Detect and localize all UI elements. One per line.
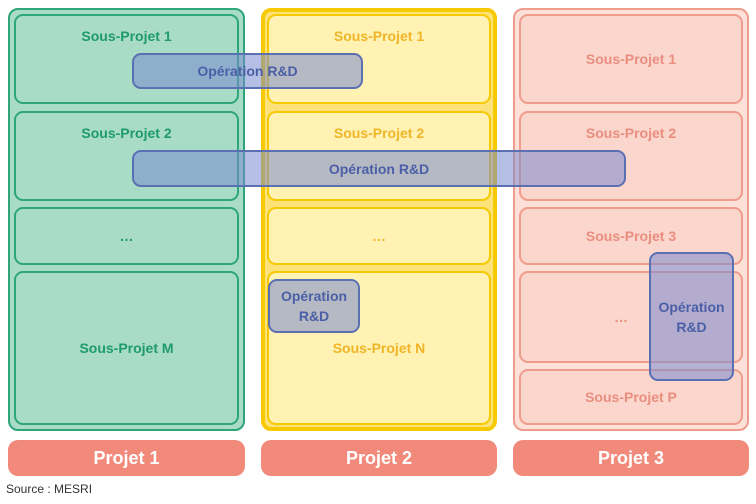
rd-operation-box: Opération R&D [649, 252, 734, 381]
project-2-label: Projet 2 [261, 440, 497, 476]
source-note: Source : MESRI [6, 482, 93, 496]
subproject-ellipsis: … [267, 207, 491, 265]
rd-operation-box: Opération R&D [268, 279, 360, 333]
rd-operation-box: Opération R&D [132, 53, 363, 89]
subproject-box: Sous-Projet M [14, 271, 239, 425]
subproject-ellipsis: … [14, 207, 239, 265]
project-1-label: Projet 1 [8, 440, 245, 476]
subproject-box: Sous-Projet 1 [519, 14, 743, 104]
project-3-label: Projet 3 [513, 440, 749, 476]
rd-operation-box: Opération R&D [132, 150, 626, 187]
